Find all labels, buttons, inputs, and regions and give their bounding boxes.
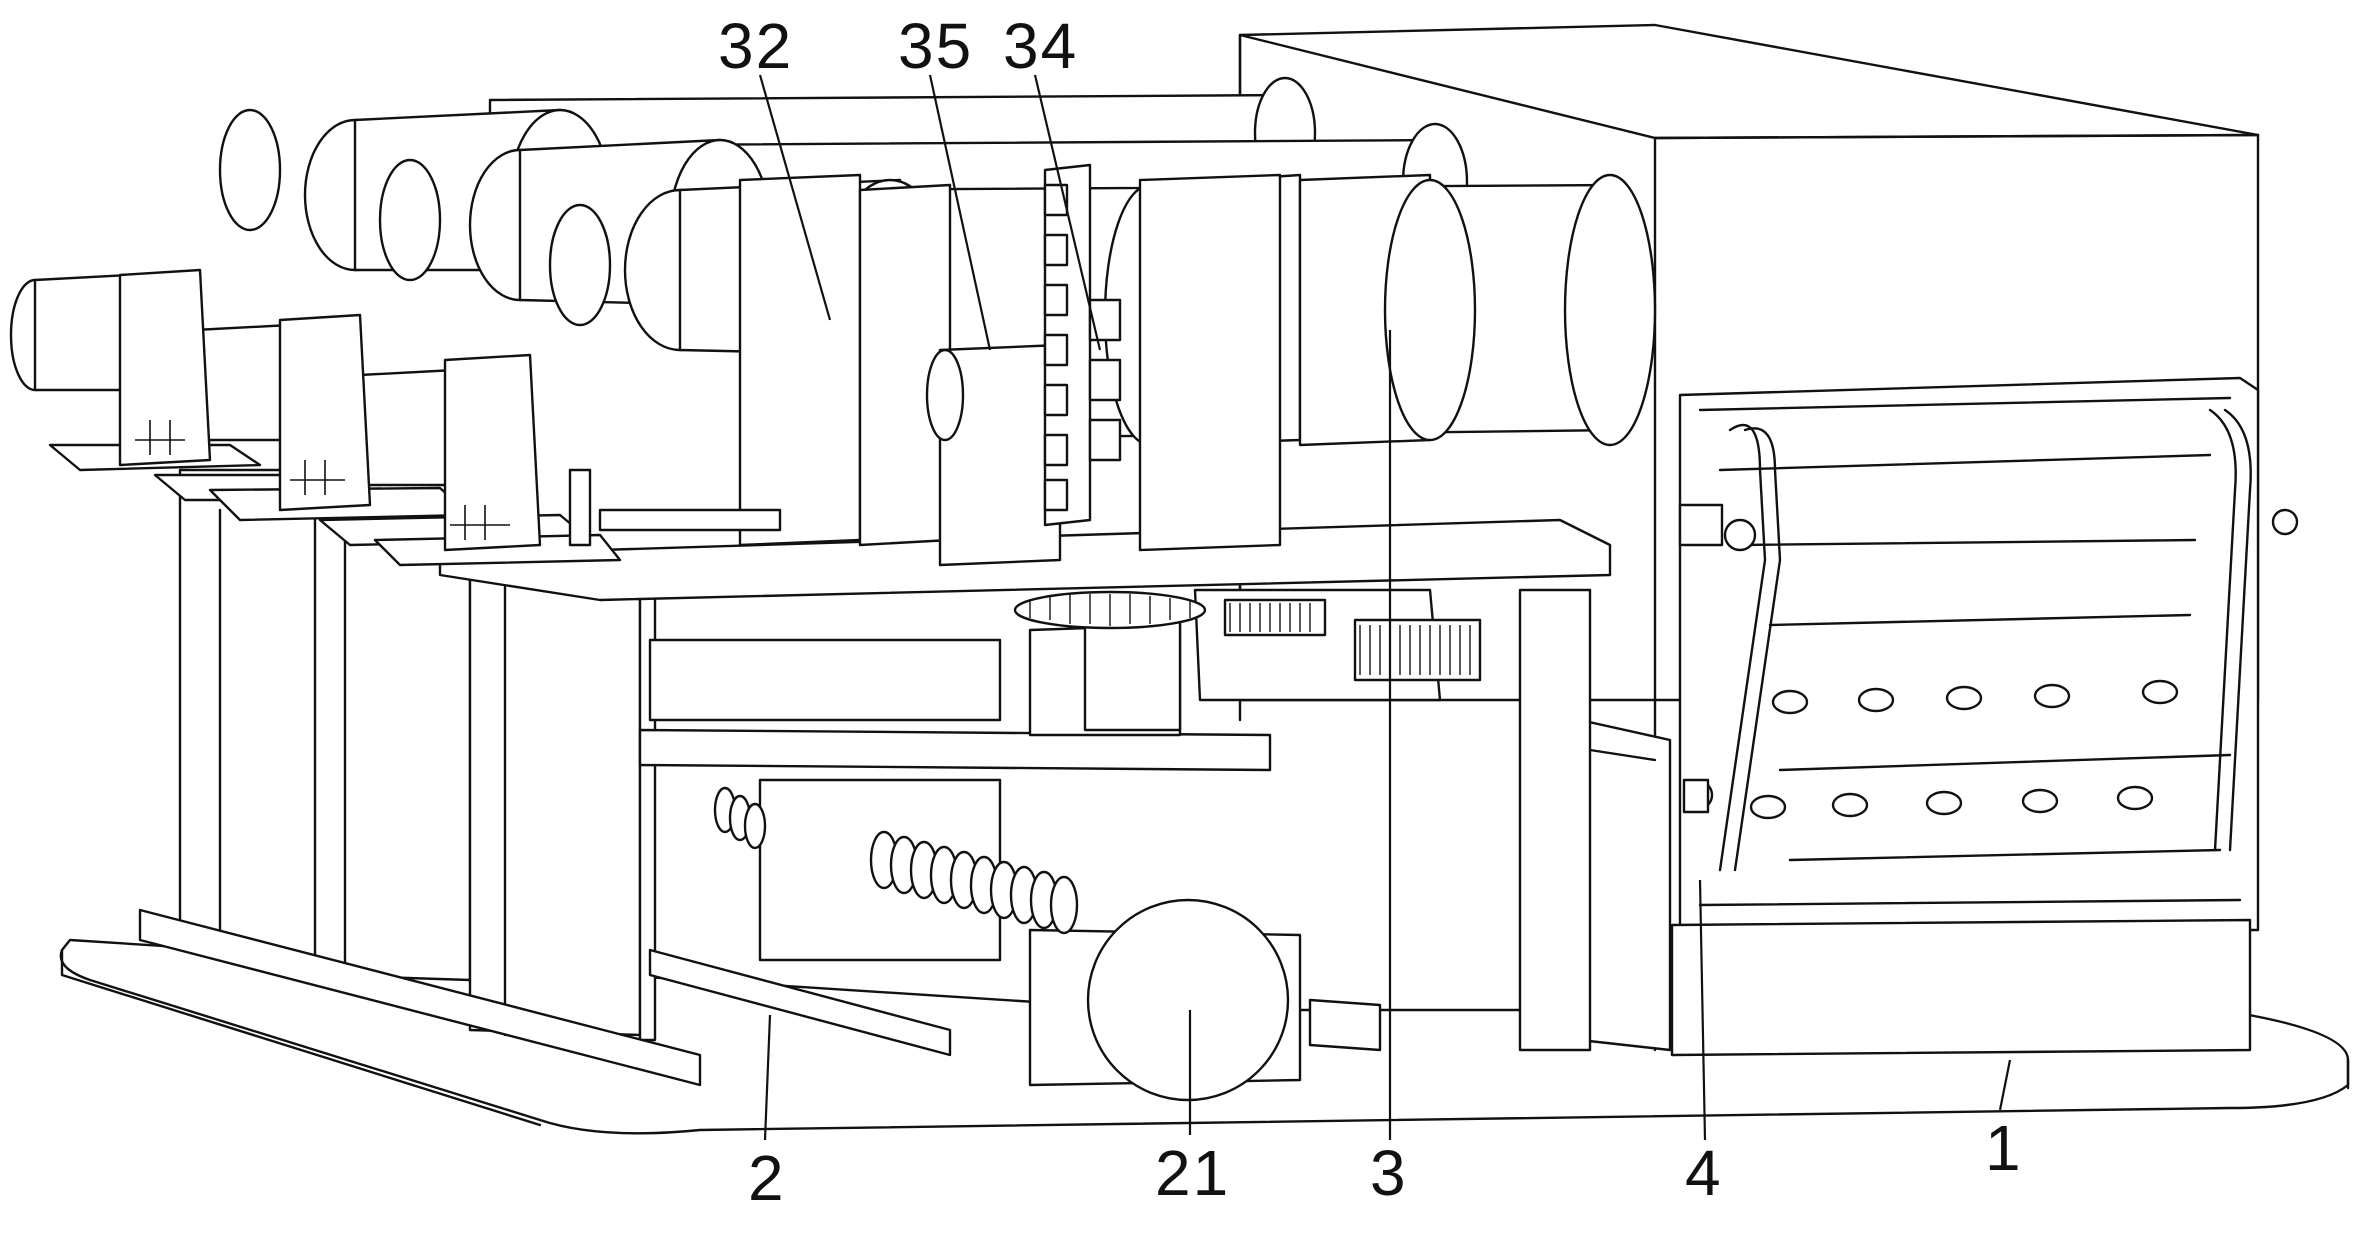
- label-3: 3: [1370, 1137, 1408, 1209]
- label-2: 2: [748, 1142, 786, 1214]
- label-34: 34: [1003, 10, 1078, 82]
- middle-deck: [638, 588, 1482, 772]
- roller-cylinders: [9, 76, 1657, 567]
- label-1: 1: [1985, 1112, 2023, 1184]
- rack-gear: [1013, 590, 1482, 682]
- label-21: 21: [1155, 1137, 1230, 1209]
- label-32: 32: [718, 10, 793, 82]
- hole-row-lower: [1749, 785, 2154, 820]
- lead-screw: [869, 830, 1079, 935]
- clamp-details: [135, 420, 782, 547]
- gear-34: [1043, 163, 1122, 527]
- drive-motor: [1086, 898, 1290, 1102]
- support-frame: [138, 468, 1592, 1087]
- lead-screw-assembly: [713, 778, 1302, 1102]
- label-4: 4: [1685, 1137, 1723, 1209]
- label-35: 35: [898, 10, 973, 82]
- hole-row-upper: [1771, 679, 2179, 715]
- leader-lines: [758, 74, 2012, 1141]
- rear-screw: [713, 786, 767, 850]
- part-labels: 32 35 34 2 21 3 4 1: [718, 10, 2023, 1214]
- crusher-unit: [1670, 376, 2299, 1057]
